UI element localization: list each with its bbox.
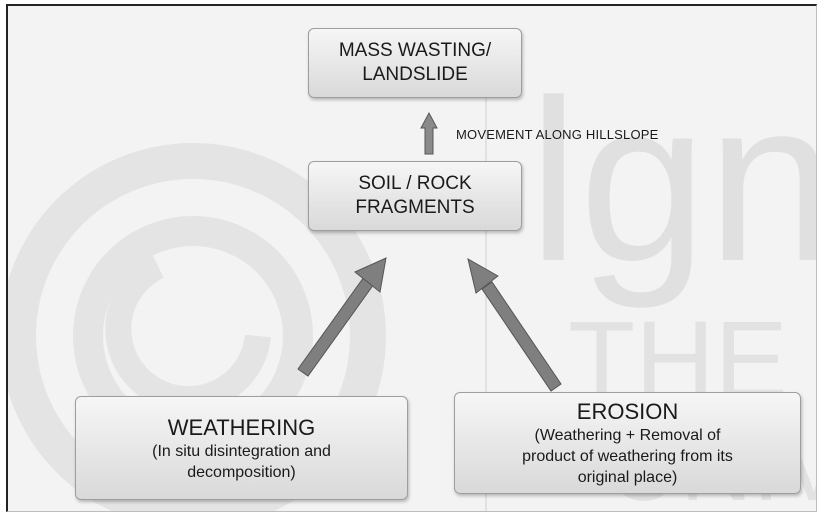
soil-rock-line-2: FRAGMENTS xyxy=(355,197,475,218)
erosion-arrow-head xyxy=(467,258,499,294)
erosion-title: EROSION xyxy=(576,399,679,424)
erosion-desc-line-1: (Weathering + Removal of xyxy=(534,427,721,444)
diagram-frame: lgn THE PEO UNIVE MASS WASTING/ LANDSLID… xyxy=(6,4,817,512)
erosion-desc-line-3: original place) xyxy=(577,469,678,486)
weathering-arrow-head xyxy=(354,257,387,293)
erosion-arrow-shaft xyxy=(481,281,562,392)
erosion-desc-line-2: product of weathering from its xyxy=(522,448,733,465)
movement-arrow xyxy=(420,111,438,155)
weathering-desc-line-2: decomposition) xyxy=(187,463,296,481)
soil-rock-box: SOIL / ROCK FRAGMENTS xyxy=(308,161,522,231)
mass-wasting-box: MASS WASTING/ LANDSLIDE xyxy=(308,28,522,98)
weathering-desc-line-1: (In situ disintegration and xyxy=(152,442,331,460)
watermark-text-top: lgn xyxy=(528,52,817,309)
erosion-box: EROSION (Weathering + Removal of product… xyxy=(454,392,801,494)
weathering-title: WEATHERING xyxy=(167,414,316,440)
mass-wasting-line-2: LANDSLIDE xyxy=(362,64,468,85)
weathering-box: WEATHERING (In situ disintegration and d… xyxy=(75,396,408,500)
weathering-arrow-shaft xyxy=(297,276,375,377)
movement-label: MOVEMENT ALONG HILLSLOPE xyxy=(456,127,659,142)
soil-rock-line-1: SOIL / ROCK xyxy=(358,173,472,194)
arrow-layer xyxy=(297,111,562,392)
mass-wasting-line-1: MASS WASTING/ xyxy=(338,40,492,61)
